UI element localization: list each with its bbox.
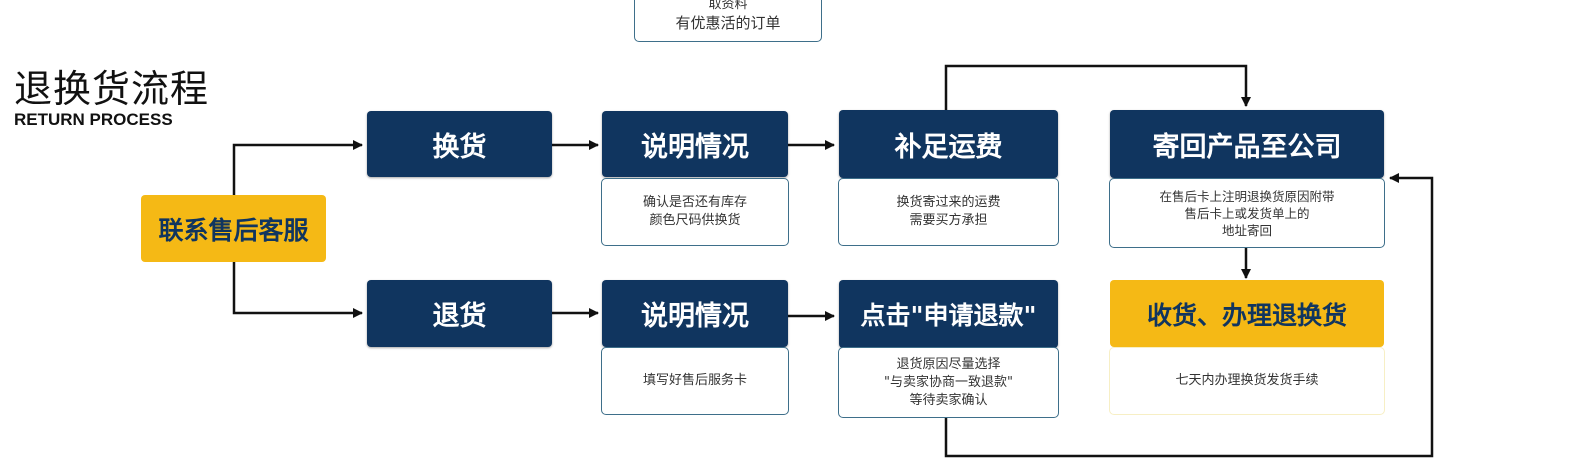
page-subtitle: RETURN PROCESS [14,110,173,129]
connector-start-to-return [232,262,363,318]
note-receive-process: 七天内办理换货发货手续 [1109,347,1385,415]
start-contact-service: 联系售后客服 [141,195,326,262]
step-return-explain: 说明情况 [602,280,788,347]
step-apply-refund: 点击"申请退款" [839,280,1058,348]
connector-loop-top [944,64,1251,110]
step-ship-to-company: 寄回产品至公司 [1110,110,1384,178]
step-exchange-shipping: 补足运费 [839,110,1058,178]
connector-loop-bottom [944,173,1434,458]
top-note-line2: 有优惠活的订单 [675,14,781,32]
note-return-explain: 填写好售后服务卡 [601,347,789,415]
page-title: 退换货流程 [14,67,210,111]
step-receive-process: 收货、办理退换货 [1110,280,1384,347]
note-exchange-shipping: 换货寄过来的运费 需要买方承担 [838,178,1059,246]
step-exchange: 换货 [367,111,552,177]
connector-start-to-exchange [232,140,363,195]
step-return: 退货 [367,280,552,347]
note-apply-refund: 退货原因尽量选择 "与卖家协商一致退款" 等待卖家确认 [838,347,1059,418]
step-exchange-explain: 说明情况 [602,111,788,177]
top-partial-note: 取资料 有优惠活的订单 [634,0,822,42]
note-ship-to-company: 在售后卡上注明退换货原因附带 售后卡上或发货单上的 地址寄回 [1109,178,1385,248]
top-note-line1: 取资料 [708,0,748,12]
note-exchange-explain: 确认是否还有库存 颜色尺码供换货 [601,178,789,246]
